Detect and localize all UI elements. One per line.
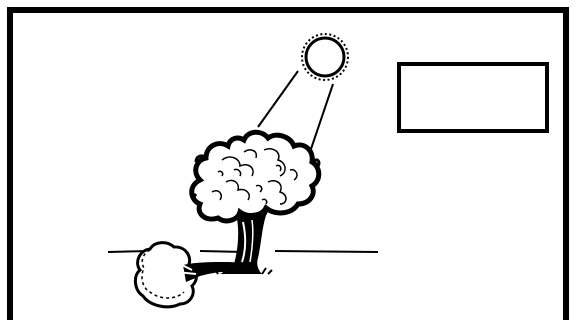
sun-ray-left	[258, 71, 298, 127]
sun-ray-right	[311, 84, 333, 149]
tree-icon	[192, 132, 319, 274]
label-box	[397, 62, 549, 133]
sun-icon	[302, 34, 348, 80]
